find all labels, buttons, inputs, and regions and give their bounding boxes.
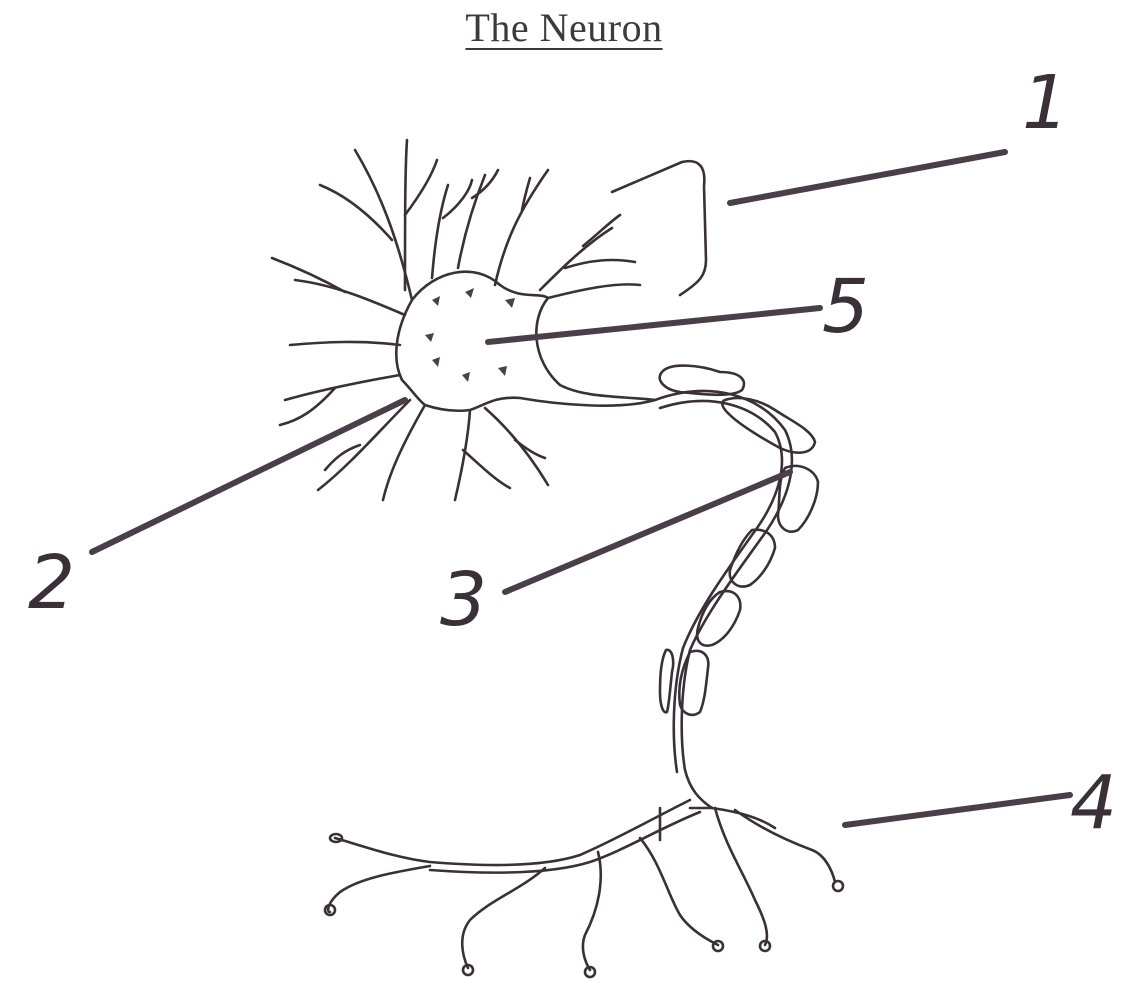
leader-line-1 <box>730 152 1005 203</box>
dendrites <box>272 140 640 500</box>
myelin-sheath <box>660 366 818 715</box>
leader-line-3 <box>505 472 790 592</box>
label-2: 2 <box>28 540 75 626</box>
axon-terminals <box>325 800 843 977</box>
leader-line-4 <box>845 795 1070 825</box>
bracket-1 <box>612 161 706 295</box>
cell-body <box>396 272 655 411</box>
nucleus <box>425 288 515 382</box>
axon <box>655 391 792 808</box>
label-4: 4 <box>1070 760 1117 846</box>
leader-line-2 <box>92 400 405 552</box>
label-5: 5 <box>822 264 869 350</box>
label-3: 3 <box>440 557 487 643</box>
label-1: 1 <box>1022 60 1069 146</box>
